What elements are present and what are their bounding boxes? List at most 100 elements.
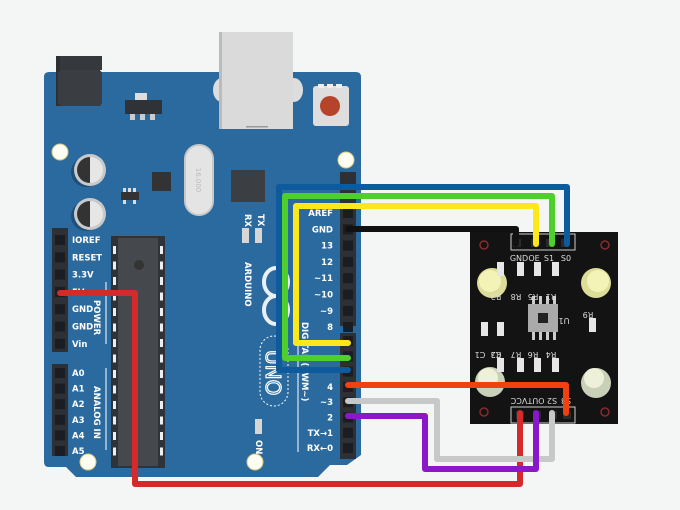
digital-pin-label: 12 [321,258,333,268]
wire-3-to-s2[interactable] [345,398,555,462]
wire-4-to-s3[interactable] [345,382,569,416]
analog-pin-label: A4 [72,431,85,441]
digital-pin-socket[interactable] [343,427,353,438]
power-title: POWER [91,300,101,336]
chip-pin [113,261,116,270]
analog-pin-socket[interactable] [55,430,65,441]
digital-pin-label: ~10 [314,291,333,301]
smd-component [552,262,559,276]
component-label: R3 [491,350,502,359]
chip-pin [160,447,163,456]
chip-pin [113,277,116,285]
component-label: R1 [546,292,557,301]
chip-pin [113,370,116,378]
sensor-pin-label-top: GND [510,254,528,263]
component-label: R2 [491,292,502,301]
digital-pin-label: 8 [327,323,333,333]
digital-title: DIGITAL (PWM~) [299,322,309,402]
sensor-pin-label-top: S1 [544,254,554,263]
power-pin-label: Vin [72,340,87,350]
power-pin-label: 3.3V [72,271,94,281]
digital-pin-socket[interactable] [343,273,353,284]
analog-pin-label: A3 [72,416,85,426]
chip-pin [113,385,116,394]
sensor-pin-label-bottom: VCC [510,396,527,405]
on-led [255,419,262,434]
wire-7-to-oe[interactable] [293,203,539,346]
power-pin-label: GND [72,305,93,315]
digital-pin-socket[interactable] [343,443,353,454]
component-label: R6 [528,350,539,359]
power-pin-socket[interactable] [55,235,65,245]
sensor-pin-label-top: OE [528,254,539,263]
chip-pin [160,416,163,425]
voltage-regulator [125,93,162,120]
chip-pin [113,323,116,332]
chip-pin [160,261,163,270]
analog-pin-socket[interactable] [55,383,65,394]
smd-component [481,322,488,336]
digital-pin-label: ~3 [320,398,333,408]
analog-pin-socket[interactable] [55,414,65,425]
analog-pin-socket[interactable] [55,446,65,456]
wire-gnd-to-gnd[interactable] [345,226,519,247]
mounting-hole [79,453,97,471]
wire-2-to-out[interactable] [345,410,539,472]
chip-pin [113,339,116,347]
on-label: ON [253,440,263,454]
component-label: R4 [546,350,557,359]
power-pin-socket[interactable] [55,321,65,332]
component-label: R9 [583,310,594,319]
wire-5-to-s0[interactable] [276,184,570,373]
sensor-pin-label-top: S0 [561,254,571,263]
digital-pin-socket[interactable] [343,240,353,251]
capacitor [71,198,106,231]
small-chip [152,172,171,191]
white-led [581,268,611,298]
power-pin-label: IOREF [72,236,101,246]
chip-pin [160,308,163,316]
smd-component [552,358,559,372]
power-pin-label: RESET [72,253,102,263]
analog-title: ANALOG IN [91,386,101,439]
component-label: C2 [491,350,502,359]
chip-pin [113,432,116,440]
chip-pin [160,354,163,363]
analog-pin-label: A0 [72,369,85,379]
tcs-sensor-chip [528,296,558,340]
power-pin-socket[interactable] [55,269,65,280]
analog-pin-label: A5 [72,447,85,457]
chip-pin [160,246,163,254]
component-label: C1 [475,350,486,359]
digital-pin-socket[interactable] [343,289,353,300]
digital-pin-socket[interactable] [343,305,353,316]
smd-component [517,262,524,276]
analog-pin-socket[interactable] [55,368,65,378]
digital-pin-socket[interactable] [343,322,353,333]
chip-pin [160,323,163,332]
power-pin-socket[interactable] [55,338,65,349]
chip-pin [113,401,116,409]
capacitor [71,154,106,187]
digital-pin-label: 4 [327,383,333,393]
power-pin-socket[interactable] [55,304,65,315]
chip-pin [160,401,163,409]
analog-pin-socket[interactable] [55,399,65,410]
mounting-hole [51,143,69,161]
rx-led [242,228,249,243]
digital-pin-label: RX←0 [307,444,333,454]
reset-button[interactable] [313,84,349,126]
digital-pin-socket[interactable] [343,208,353,218]
power-pin-socket[interactable] [55,252,65,263]
analog-pin-label: A2 [72,400,85,410]
chip-pin [160,292,163,301]
small-transistor [121,188,139,204]
digital-pin-socket[interactable] [343,256,353,267]
crystal-oscillator: 16.000 [184,144,214,216]
chip-pin [113,308,116,316]
chip-pin [160,370,163,378]
smd-component [589,318,596,332]
wire-6-to-s1[interactable] [282,193,555,361]
